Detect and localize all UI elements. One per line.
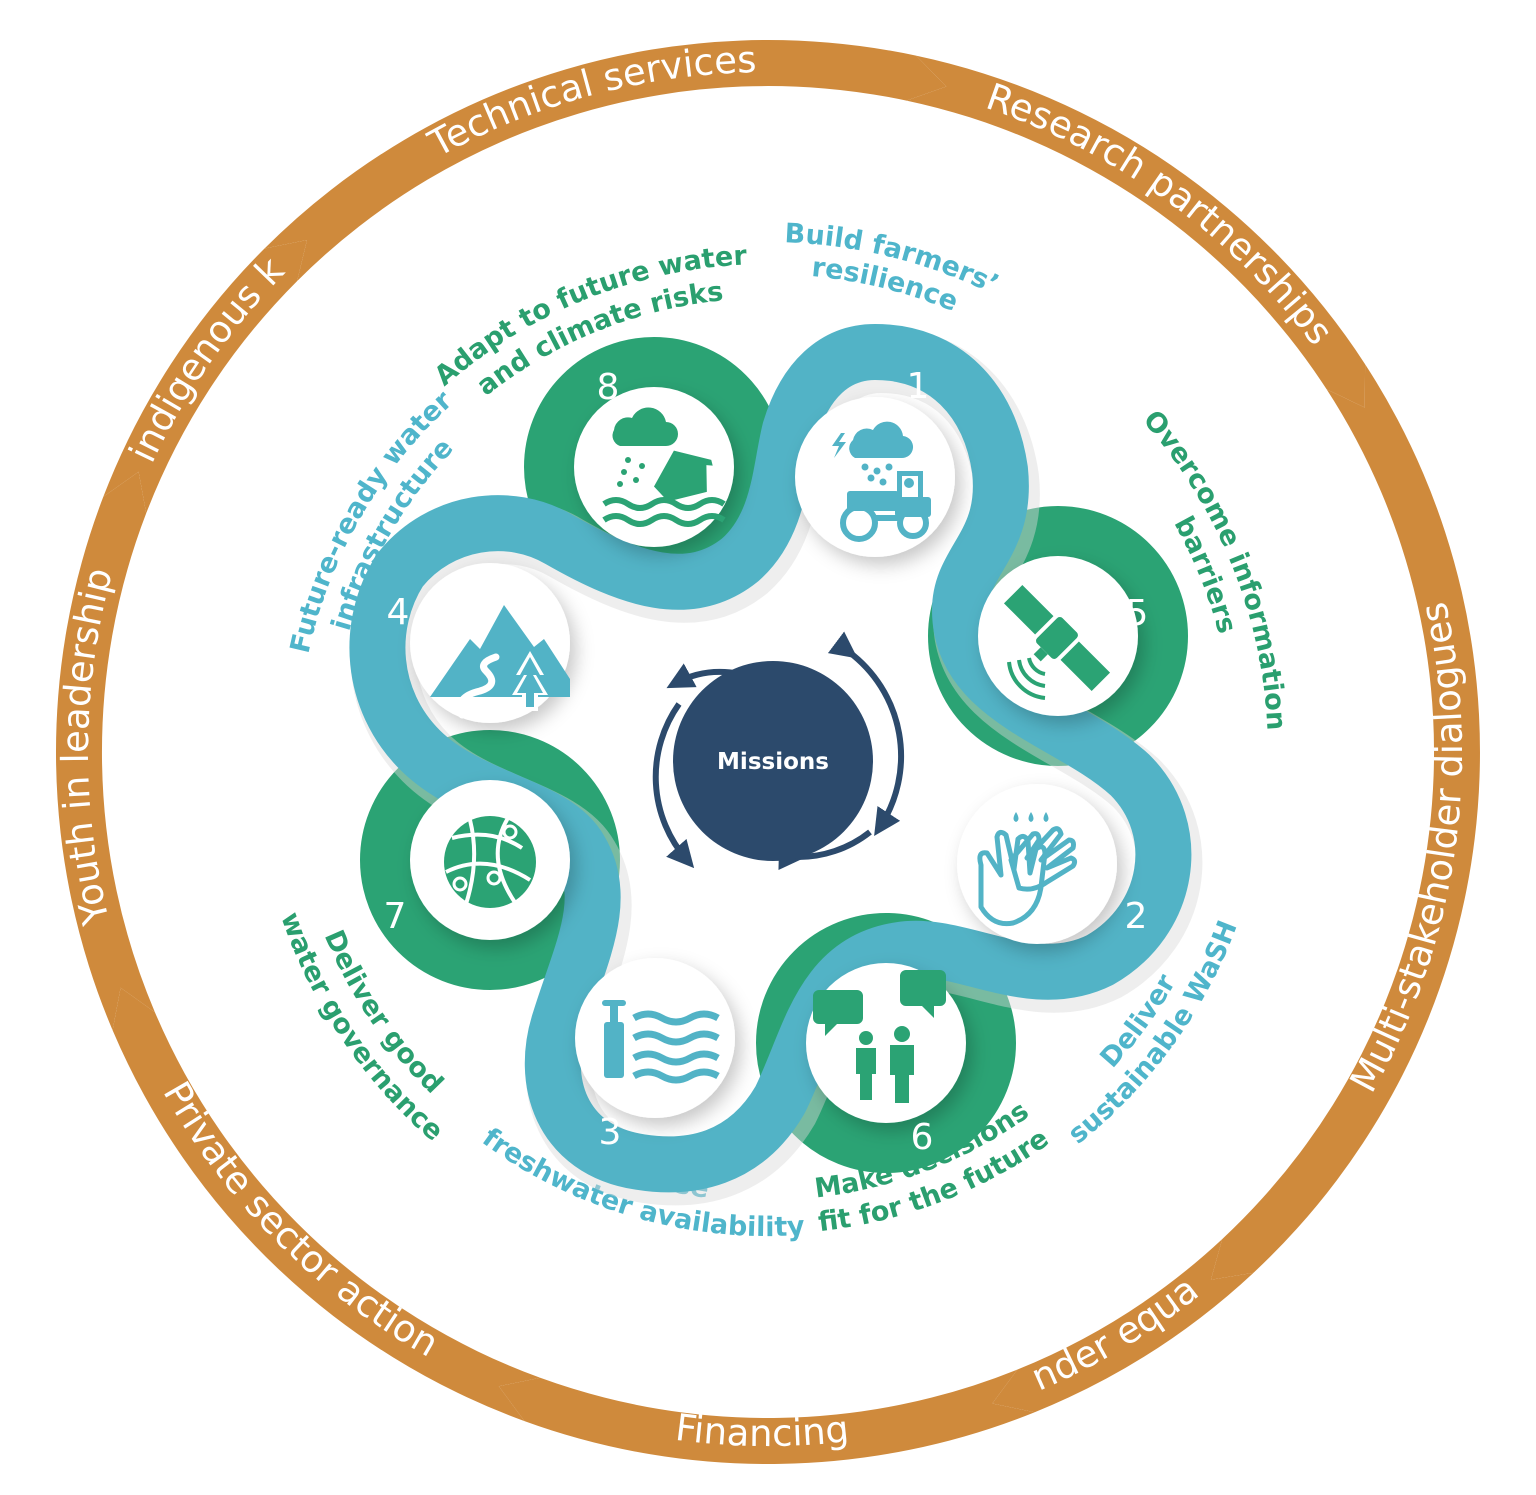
tractor-storm-icon [832, 421, 931, 542]
outer-ring [55, 40, 1480, 1465]
cycle-arrow-icon [778, 829, 872, 871]
globe-network-icon [444, 816, 536, 908]
ring-segment [992, 1239, 1254, 1413]
ring-segment [1210, 364, 1480, 1280]
ring-segment [103, 240, 307, 514]
mission-number: 6 [911, 1117, 934, 1158]
ring-segment [906, 55, 1366, 408]
water-supply-icon [602, 1000, 720, 1084]
mission-number: 3 [599, 1112, 622, 1153]
ring-segment [264, 40, 947, 282]
center-hub: Missions [652, 631, 905, 871]
cycle-arrow-icon [827, 631, 905, 837]
ring-segment [498, 1369, 1035, 1465]
mission-number: 8 [597, 367, 620, 408]
mission-numbers: 1 2 3 4 5 6 7 8 [384, 366, 1149, 1158]
missions-hub-circle [673, 661, 873, 861]
handwashing-icon [977, 812, 1078, 927]
mission-number: 4 [387, 592, 410, 633]
ring-label: Technical services [421, 38, 757, 166]
ring-segment [55, 471, 155, 1031]
ring-label: Local and indigenous knowledge [0, 0, 293, 469]
mission-number: 1 [907, 366, 930, 407]
flood-house-icon [602, 407, 726, 527]
icon-circle [957, 784, 1117, 944]
ring-label: Financing [673, 1406, 851, 1455]
mission-number: 5 [1126, 593, 1149, 634]
ring-label: Multi-stakeholder dialogues [1342, 599, 1471, 1100]
mountain-river-icon [430, 605, 570, 719]
mission-number: 2 [1125, 896, 1148, 937]
ring-segment [112, 987, 541, 1422]
center-label: Missions [717, 749, 829, 775]
cycle-arrow-icon [652, 702, 695, 869]
dialogue-people-icon [813, 970, 946, 1103]
mission-number: 7 [384, 896, 407, 937]
